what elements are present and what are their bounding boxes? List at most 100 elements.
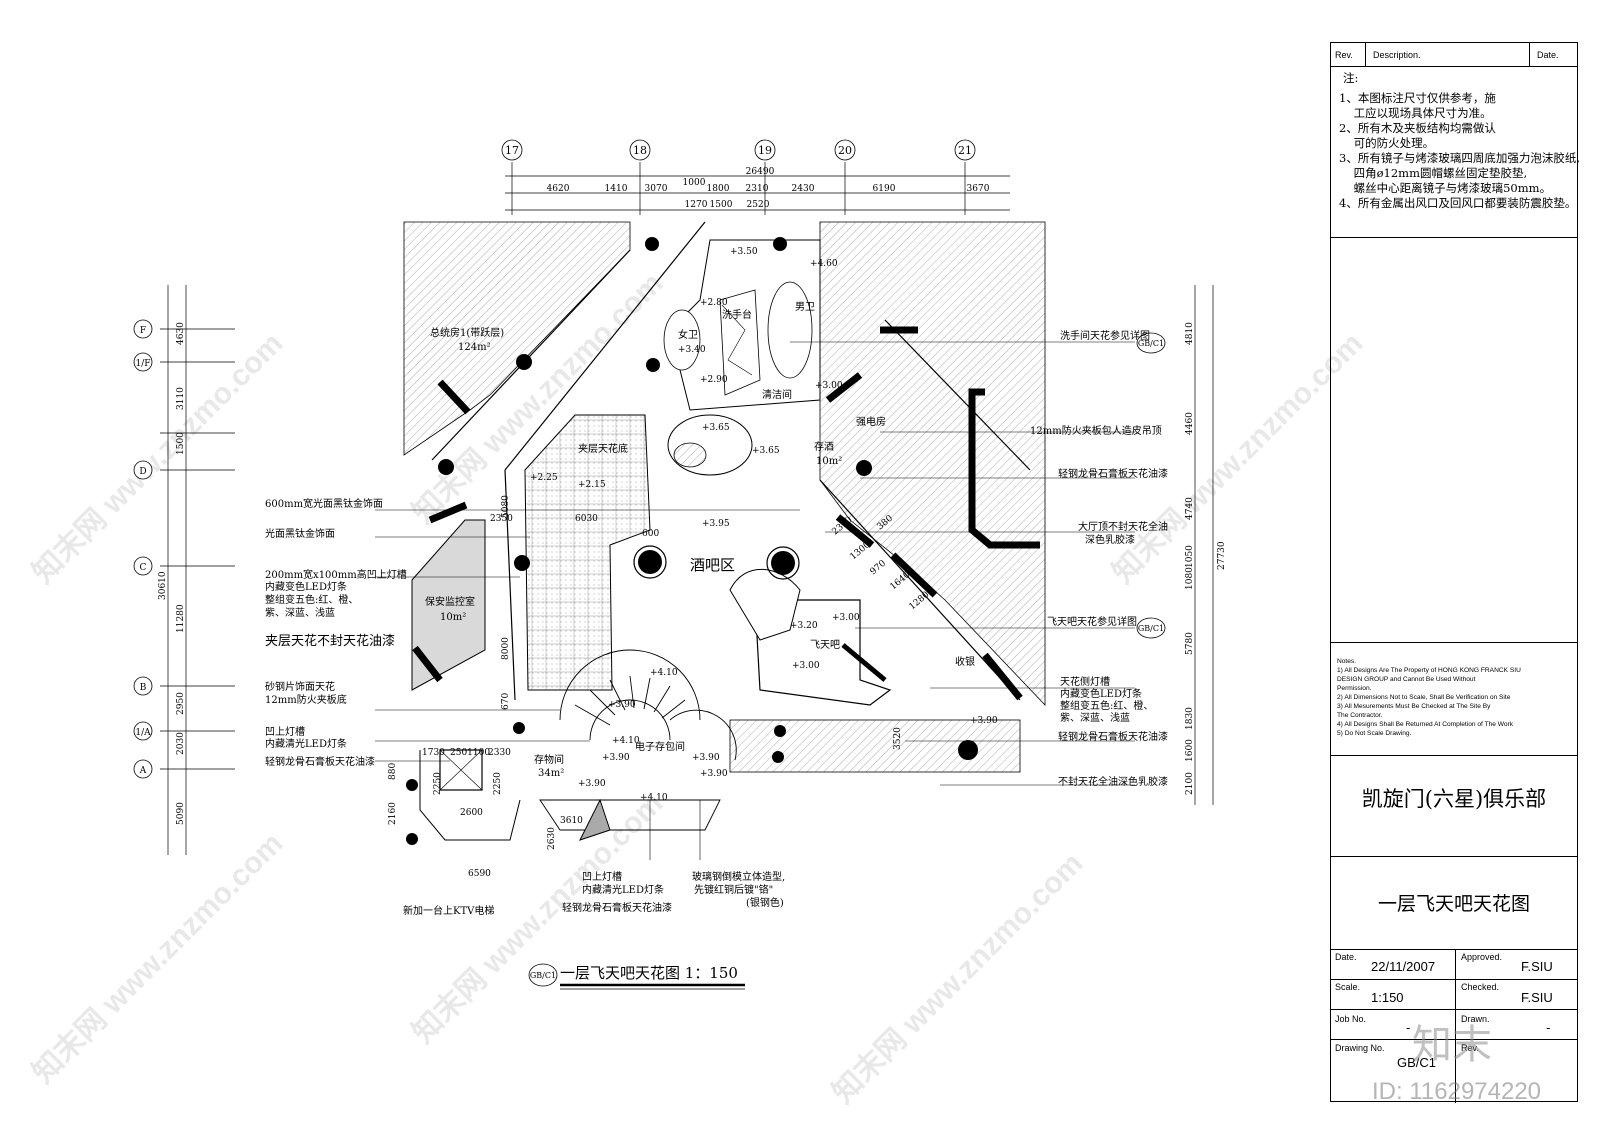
annotation: 天花侧灯槽 <box>1060 675 1110 688</box>
annotation: 玻璃钢倒模立体造型, <box>692 870 785 883</box>
row-label: 1/F <box>135 359 150 369</box>
annotation: 凹上灯槽 <box>265 725 305 738</box>
svg-text:2250: 2250 <box>493 772 503 795</box>
row-label: C <box>140 563 147 573</box>
row-label: A <box>139 766 147 776</box>
svg-text:1410: 1410 <box>605 184 628 194</box>
svg-text:2100: 2100 <box>1185 772 1195 795</box>
column-label: 17 <box>505 144 519 157</box>
room-label: 洗手台 <box>722 308 752 321</box>
sheet-title: 一层飞天吧天花图 <box>1377 893 1530 915</box>
room-label: 强电房 <box>856 415 886 428</box>
svg-text:6590: 6590 <box>468 869 491 879</box>
svg-text:3520: 3520 <box>893 727 903 750</box>
rev-header: Rev. <box>1335 50 1353 60</box>
svg-text:2501100: 2501100 <box>450 748 490 758</box>
annotation: 深色乳胶漆 <box>1085 533 1135 546</box>
svg-text:1080: 1080 <box>1185 567 1195 590</box>
svg-text:+4.60: +4.60 <box>810 259 838 269</box>
svg-text:2250: 2250 <box>433 772 443 795</box>
room-label: 存物间 <box>534 753 564 766</box>
svg-text:+3.50: +3.50 <box>730 247 758 257</box>
annotation: 内藏清光LED灯条 <box>265 737 347 750</box>
svg-text:+3.90: +3.90 <box>608 700 636 710</box>
svg-text:2520: 2520 <box>747 200 770 210</box>
svg-text:5780: 5780 <box>1185 632 1195 655</box>
annotation: 整组变五色:红、橙、 <box>1060 699 1153 712</box>
date-header: Date. <box>1537 50 1559 60</box>
room-label: 女卫 <box>678 328 698 341</box>
room-label: 保安监控室 <box>425 595 475 608</box>
brand-logo: 知末 <box>1412 1022 1492 1068</box>
room-label: 124m² <box>458 342 491 353</box>
date-label: Date. <box>1335 952 1357 962</box>
scale-label: Scale. <box>1335 982 1361 992</box>
svg-text:27730: 27730 <box>1217 541 1227 570</box>
annotation: 200mm宽x100mm高凹上灯槽 <box>265 568 407 581</box>
annotation: 不封天花全油深色乳胶漆 <box>1058 775 1168 788</box>
project-name: 凯旋门(六星)俱乐部 <box>1361 787 1547 811</box>
description-header: Description. <box>1373 50 1421 60</box>
id-text: ID: 1162974220 <box>1372 1078 1542 1105</box>
notes-title: 注: <box>1343 71 1359 85</box>
annotation: 光面黑钛金饰面 <box>265 527 335 540</box>
svg-text:2950: 2950 <box>176 692 186 715</box>
annotation: 先镀红铜后镀"铬" <box>694 883 773 896</box>
dim-total-top: 26490 <box>746 167 775 177</box>
svg-text:1600: 1600 <box>1185 739 1195 762</box>
annotation: 12mm防火夹板包人造皮吊顶 <box>1030 424 1162 437</box>
svg-text:4810: 4810 <box>1185 322 1195 345</box>
drawingno-label: Drawing No. <box>1335 1043 1385 1053</box>
hatched-ceiling-left <box>403 221 631 456</box>
svg-text:1500: 1500 <box>176 432 186 455</box>
svg-text:2350: 2350 <box>490 514 513 524</box>
svg-text:3670: 3670 <box>967 184 990 194</box>
annotation: 内藏变色LED灯条 <box>265 580 347 593</box>
room-label: 10m² <box>440 612 466 623</box>
title-block: Rev. Description. Date. 注: 1、本图标注尺寸仅供参考，… <box>1330 42 1580 1103</box>
svg-text:6190: 6190 <box>873 184 896 194</box>
column-label: 19 <box>758 144 772 157</box>
svg-text:+3.20: +3.20 <box>790 621 818 631</box>
male-wc-fixture <box>767 281 813 379</box>
svg-text:+3.65: +3.65 <box>752 446 780 456</box>
svg-text:+4.10: +4.10 <box>640 793 668 803</box>
detail-callout <box>1136 617 1166 639</box>
svg-text:1800: 1800 <box>707 184 730 194</box>
annotation: (银钢色) <box>746 896 784 909</box>
row-label: 1/A <box>135 728 151 738</box>
drawn-value: - <box>1546 1020 1551 1035</box>
svg-text:+3.65: +3.65 <box>702 423 730 433</box>
svg-text:+3.40: +3.40 <box>678 345 706 355</box>
room-label: 存酒 <box>814 440 834 453</box>
svg-text:3110: 3110 <box>176 387 186 410</box>
svg-text:4620: 4620 <box>547 184 570 194</box>
annotation: 轻钢龙骨石膏板天花油漆 <box>1058 467 1168 480</box>
room-label: 收银 <box>955 655 975 668</box>
svg-text:+3.00: +3.00 <box>815 381 843 391</box>
column-markers <box>501 139 976 161</box>
svg-text:+3.95: +3.95 <box>702 519 730 529</box>
svg-text:2330: 2330 <box>488 748 511 758</box>
checked-value: F.SIU <box>1521 990 1553 1005</box>
svg-text:5080: 5080 <box>501 495 511 518</box>
svg-text:+2.15: +2.15 <box>578 480 606 490</box>
annotation: 大厅顶不封天花全油 <box>1078 520 1168 533</box>
svg-text:5090: 5090 <box>176 802 186 825</box>
svg-text:+3.00: +3.00 <box>792 661 820 671</box>
row-label: D <box>139 467 146 477</box>
checked-label: Checked. <box>1461 982 1500 992</box>
svg-text:8000: 8000 <box>501 637 511 660</box>
column-label: 18 <box>633 144 647 157</box>
svg-text:+3.90: +3.90 <box>692 753 720 763</box>
svg-text:+3.90: +3.90 <box>578 779 606 789</box>
notes-en: Notes. 1) All Designs Are The Property o… <box>1337 658 1521 737</box>
approved-label: Approved. <box>1461 952 1503 962</box>
notes-cn: 1、本图标注尺寸仅供参考，施 工应以现场具体尺寸为准。 2、所有木及夹板结构均需… <box>1339 91 1580 210</box>
annotation: 砂钢片饰面天花 <box>265 680 335 693</box>
svg-text:1270: 1270 <box>685 200 708 210</box>
date-value: 22/11/2007 <box>1371 959 1436 974</box>
mezzanine-ceiling <box>524 414 651 691</box>
annotation: 紫、深蓝、浅蓝 <box>1060 711 1130 724</box>
drawing-title: 一层飞天吧天花图 1：150 <box>560 964 738 982</box>
